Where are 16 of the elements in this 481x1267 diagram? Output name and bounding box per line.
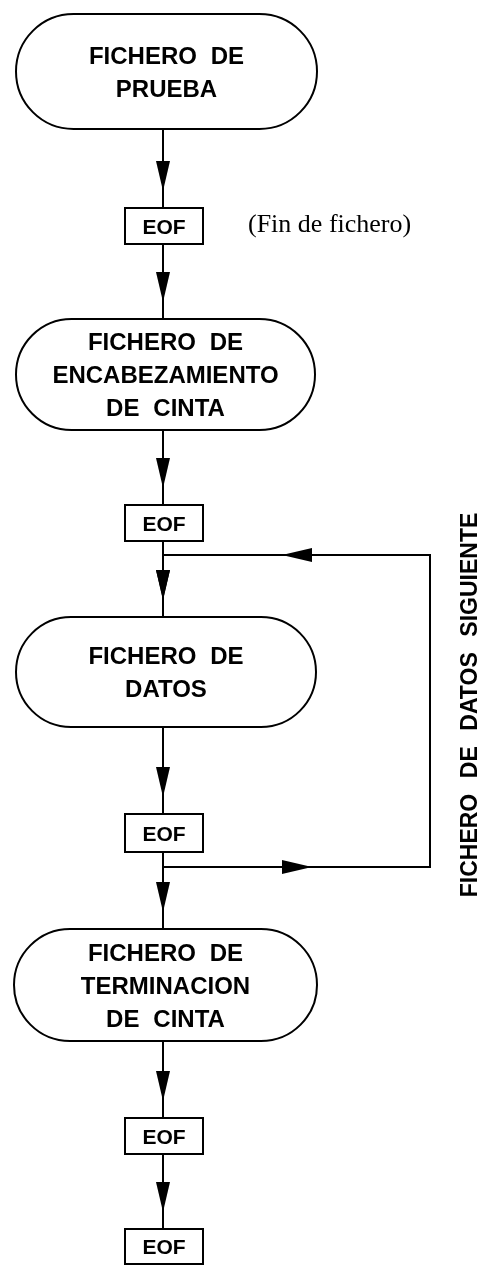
box-text: EOF	[142, 215, 186, 237]
oval-text: FICHERO DE PRUEBA	[87, 40, 246, 104]
process-box	[124, 207, 204, 245]
process-box	[124, 813, 204, 853]
oval-text: FICHERO DE TERMINACION DE CINTA	[79, 937, 252, 1034]
oval-text: FICHERO DE ENCABEZAMIENTO DE CINTA	[51, 327, 280, 423]
process-box	[124, 1117, 204, 1155]
process-box	[124, 1228, 204, 1265]
oval-text: FICHERO DE DATOS	[87, 641, 245, 704]
edge-label: FICHERO DE DATOS SIGUIENTE	[455, 512, 481, 898]
process-box	[124, 504, 204, 542]
box-text: EOF	[142, 1125, 186, 1147]
note-text: (Fin de fichero)	[248, 209, 412, 239]
box-text: EOF	[142, 1236, 186, 1257]
box-text: EOF	[142, 512, 186, 534]
box-text: EOF	[142, 822, 186, 844]
